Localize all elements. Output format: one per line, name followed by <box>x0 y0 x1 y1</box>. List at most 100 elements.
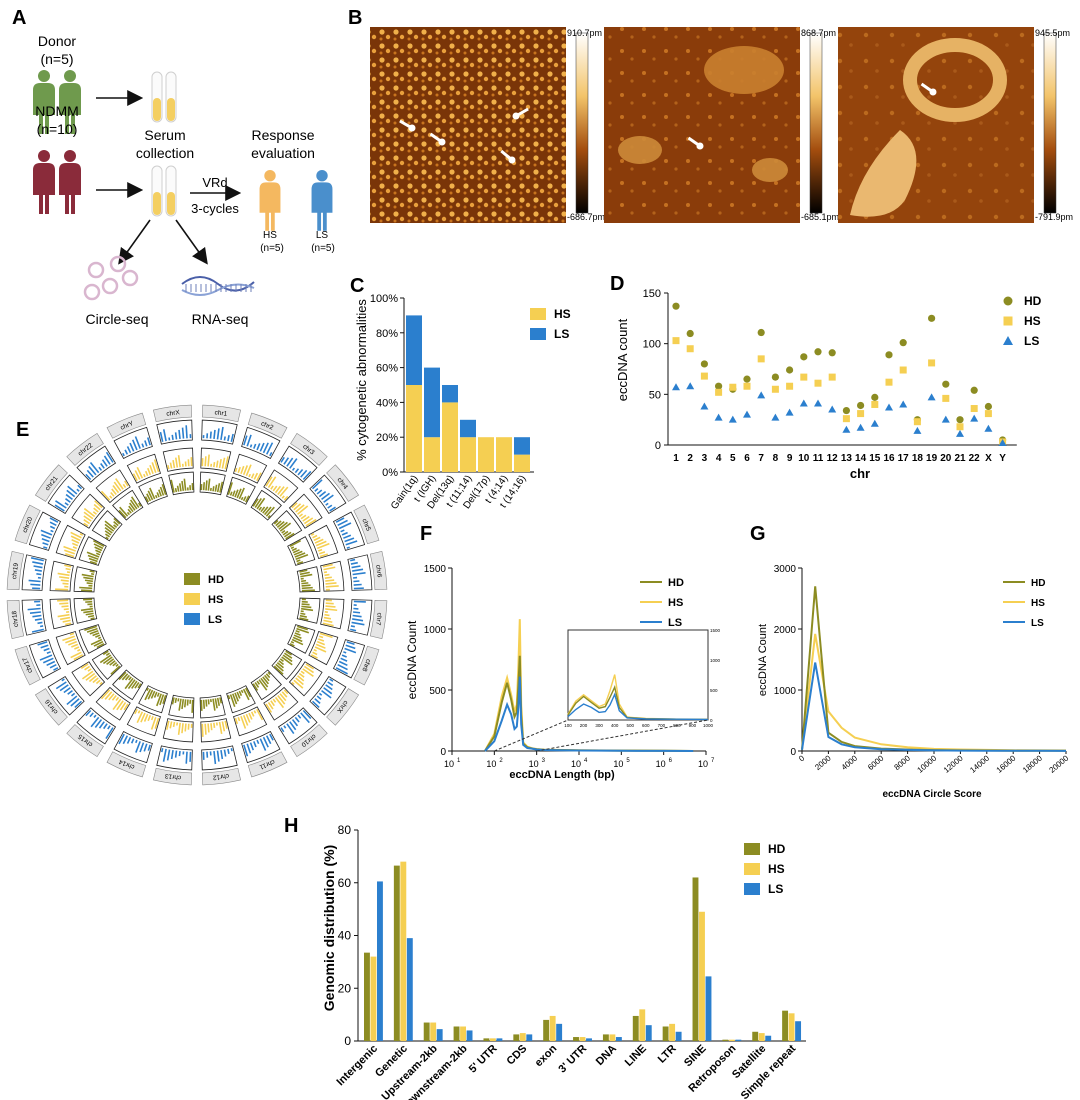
panel-label-c: C <box>350 275 364 297</box>
bar-hd <box>573 1037 579 1041</box>
point-ls <box>870 419 879 427</box>
x-tick-label: 1 <box>673 453 679 464</box>
person-leg <box>317 206 322 231</box>
bar-hd <box>782 1010 789 1041</box>
track-bar-ls <box>101 459 108 467</box>
track-bar-hd <box>214 484 218 492</box>
track-bar-ls <box>216 428 220 440</box>
track-bar-hs <box>274 485 282 494</box>
bar-ls <box>496 1038 503 1041</box>
track-bar-ls <box>286 723 295 735</box>
track-bar-ls <box>122 735 129 745</box>
track-bar-ls <box>126 446 132 454</box>
bar-hs <box>549 1015 556 1041</box>
track-bar-hs <box>124 480 129 487</box>
track-bar-hd <box>262 676 270 685</box>
track-bar-hd <box>89 560 98 565</box>
track-bar-hs <box>137 710 141 714</box>
track-bar-hd <box>265 506 275 517</box>
donor-count: (n=5) <box>40 51 73 67</box>
track-bar-hs <box>267 476 277 489</box>
x-tick-label: 10 <box>613 759 623 769</box>
donor-person-icon <box>33 70 81 134</box>
inset-y-tick-label: 500 <box>710 688 718 693</box>
track-bar-ls <box>337 663 348 671</box>
track-bar-ls <box>30 557 44 562</box>
track-bar-hs <box>300 670 305 675</box>
afm-max-3: 945.5pm <box>1035 28 1070 38</box>
track-frame-hs <box>126 706 161 737</box>
track-bar-hd <box>263 506 272 516</box>
track-bar-hs <box>281 495 285 499</box>
track-bar-hd <box>113 521 119 527</box>
point-hs <box>715 388 723 396</box>
track-bar-hd <box>245 687 252 698</box>
track-bar-ls <box>253 443 257 449</box>
legend-swatch-hs <box>184 593 200 605</box>
track-bar-ls <box>352 568 364 572</box>
track-bar-hs <box>324 576 332 579</box>
track-bar-hs <box>240 716 247 729</box>
track-bar-ls <box>181 427 185 439</box>
track-bar-hd <box>86 551 100 558</box>
track-bar-ls <box>352 611 361 614</box>
point-hd <box>786 366 794 374</box>
track-bar-hd <box>159 694 165 706</box>
track-bar-ls <box>76 488 80 492</box>
track-bar-hd <box>282 530 289 536</box>
point-hs <box>899 366 907 374</box>
track-bar-hs <box>313 536 321 542</box>
bar-hd <box>602 1034 609 1041</box>
dna-circle <box>121 269 139 287</box>
y-tick-label: 40 <box>338 929 352 943</box>
rna-seq-label: RNA-seq <box>192 311 249 327</box>
track-bar-hd <box>156 492 160 498</box>
track-bar-ls <box>162 429 167 442</box>
track-bar-hs <box>270 700 275 707</box>
chromosome-band <box>14 504 41 545</box>
track-bar-hd <box>124 677 134 690</box>
track-bar-hs <box>143 473 146 478</box>
track-frame-hd <box>250 669 282 701</box>
track-bar-hs <box>277 695 286 705</box>
x-tick-label: 10 <box>486 759 496 769</box>
track-bar-ls <box>70 698 80 707</box>
track-bar-hs <box>177 455 181 468</box>
x-tick-label: 9 <box>787 453 793 464</box>
track-bar-hd <box>105 652 111 657</box>
person-body <box>33 163 55 195</box>
track-frame-hs <box>263 469 299 504</box>
point-hd <box>800 353 808 361</box>
track-bar-hs <box>134 708 138 715</box>
track-bar-ls <box>49 663 57 669</box>
point-hs <box>729 383 737 391</box>
track-bar-hs <box>204 723 207 735</box>
track-bar-hd <box>146 493 152 502</box>
track-bar-ls <box>89 461 100 474</box>
point-hd <box>885 351 893 359</box>
point-ls <box>984 424 993 432</box>
track-bar-hs <box>224 456 229 470</box>
track-bar-ls <box>302 709 312 720</box>
track-bar-hs <box>314 646 327 653</box>
x-tick-label: 20000 <box>1047 753 1070 775</box>
track-bar-hs <box>62 582 69 585</box>
track-bar-ls <box>88 465 97 476</box>
chromosome-band <box>353 645 380 686</box>
track-bar-hs <box>68 640 78 646</box>
track-bar-ls <box>39 654 53 661</box>
track-bar-ls <box>63 687 71 694</box>
bar-ls <box>406 938 413 1041</box>
track-bar-hs <box>92 677 99 684</box>
track-bar-ls <box>41 533 51 539</box>
track-bar-ls <box>216 750 220 762</box>
x-tick-label: 18 <box>912 453 924 464</box>
track-bar-hs <box>71 542 79 547</box>
bar-hs <box>728 1039 735 1041</box>
legend-label-ls: LS <box>554 327 569 341</box>
point-hd <box>686 329 694 338</box>
track-bar-ls <box>105 727 114 740</box>
track-bar-ls <box>162 748 167 762</box>
legend-label-ls: LS <box>668 617 682 629</box>
point-hs <box>828 373 836 381</box>
